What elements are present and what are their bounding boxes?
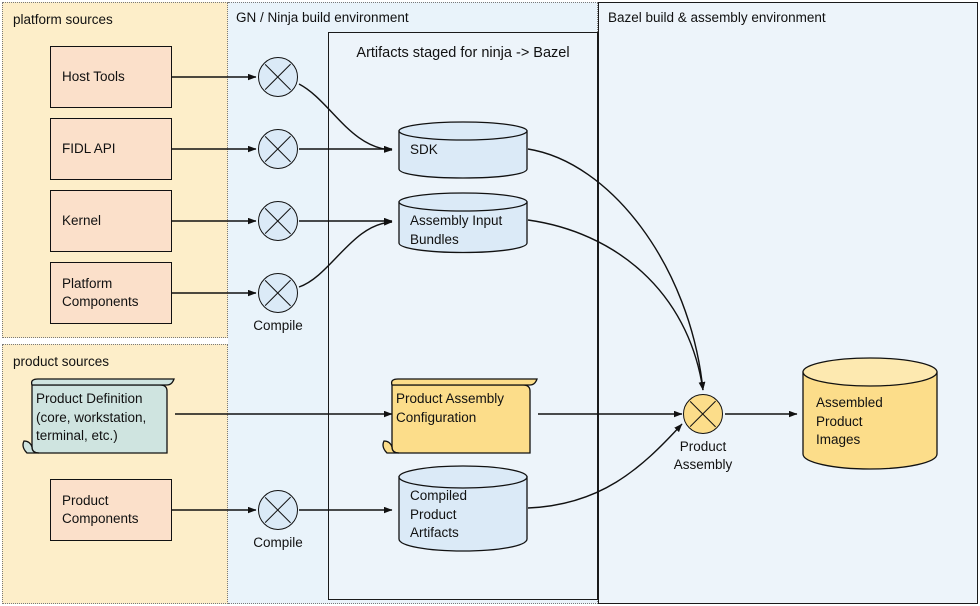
compile-label-product: Compile bbox=[253, 535, 303, 550]
compile-node-product-components[interactable] bbox=[258, 490, 298, 530]
cylinder-sdk[interactable]: SDK bbox=[398, 121, 528, 179]
document-pac-label: Product Assembly Configuration bbox=[396, 391, 505, 425]
cylinder-assembly-input-bundles[interactable]: Assembly Input Bundles bbox=[398, 192, 528, 254]
lane-label-product-sources: product sources bbox=[13, 354, 110, 369]
source-box-product-components[interactable]: Product Components bbox=[50, 479, 172, 541]
source-box-kernel[interactable]: Kernel bbox=[50, 190, 172, 252]
product-assembly-label: Product Assembly bbox=[673, 439, 733, 473]
cylinder-assembled-images-label: Assembled Product Images bbox=[816, 395, 883, 448]
document-shape bbox=[22, 378, 175, 454]
compile-node-kernel[interactable] bbox=[258, 201, 298, 241]
source-box-platform-components[interactable]: Platform Components bbox=[50, 262, 172, 324]
document-product-assembly-configuration[interactable]: Product Assembly Configuration bbox=[382, 375, 540, 457]
lane-label-platform-sources: platform sources bbox=[13, 12, 113, 27]
compile-node-host-tools[interactable] bbox=[258, 57, 298, 97]
artifacts-staging-title: Artifacts staged for ninja -> Bazel bbox=[356, 45, 570, 61]
document-shape bbox=[382, 378, 538, 454]
cylinder-shape bbox=[398, 121, 528, 179]
cylinder-sdk-label: SDK bbox=[410, 142, 438, 157]
compile-node-fidl-api[interactable] bbox=[258, 129, 298, 169]
compile-label-platform: Compile bbox=[253, 318, 303, 333]
source-box-host-tools[interactable]: Host Tools bbox=[50, 46, 172, 108]
product-assembly-disc bbox=[683, 394, 723, 434]
lane-label-gn-ninja: GN / Ninja build environment bbox=[236, 10, 409, 25]
document-product-definition[interactable]: Product Definition (core, workstation, t… bbox=[22, 375, 177, 457]
cylinder-assembled-product-images[interactable]: Assembled Product Images bbox=[802, 356, 938, 472]
product-assembly-node[interactable] bbox=[683, 394, 723, 434]
cylinder-cpa-label: Compiled Product Artifacts bbox=[410, 488, 468, 541]
lane-bazel bbox=[598, 2, 978, 604]
cylinder-aib-label: Assembly Input Bundles bbox=[410, 213, 503, 247]
cylinder-shape bbox=[398, 465, 528, 552]
source-box-fidl-api[interactable]: FIDL API bbox=[50, 118, 172, 180]
cylinder-shape bbox=[398, 192, 528, 254]
compile-node-platform-components[interactable] bbox=[258, 273, 298, 313]
document-product-definition-label: Product Definition (core, workstation, t… bbox=[36, 391, 147, 444]
cylinder-compiled-product-artifacts[interactable]: Compiled Product Artifacts bbox=[398, 465, 528, 553]
lane-label-bazel: Bazel build & assembly environment bbox=[608, 10, 826, 25]
cylinder-shape bbox=[802, 357, 938, 470]
